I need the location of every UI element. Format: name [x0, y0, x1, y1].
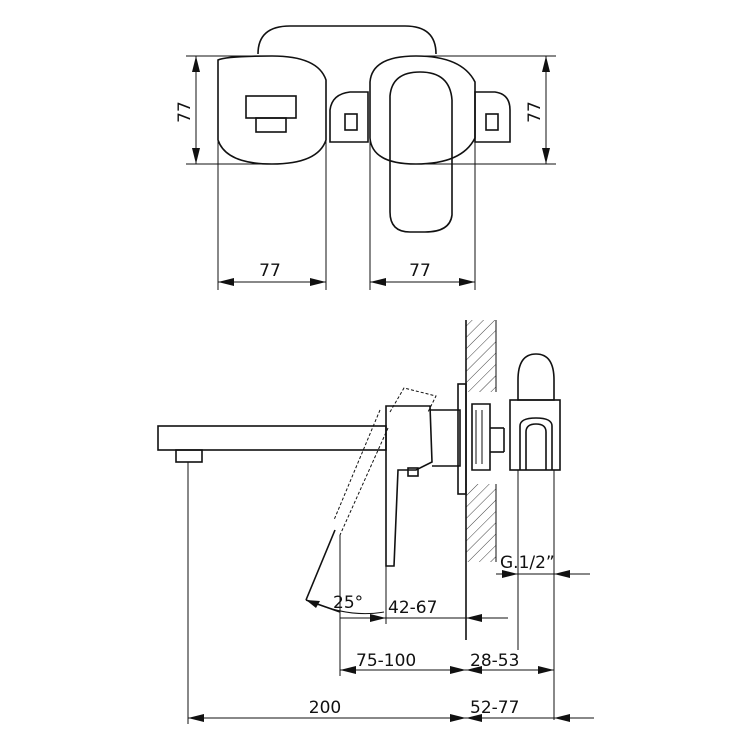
arrowhead — [538, 666, 554, 674]
left-clip-hole — [344, 113, 358, 131]
body-neck — [430, 409, 461, 467]
front-view: 77 77 77 77 — [175, 25, 556, 290]
rear-pipe-loop — [519, 417, 553, 470]
arrowhead — [370, 278, 386, 286]
thread-label: G.1/2” — [500, 553, 555, 573]
handle-pin — [407, 467, 419, 477]
dim-52-77: 52-77 — [470, 698, 519, 718]
arrowhead — [542, 56, 550, 72]
diverter-knob — [245, 95, 297, 119]
arrowhead — [466, 714, 482, 722]
right-clip-hole — [485, 113, 499, 131]
arrowhead — [466, 666, 482, 674]
aerator — [175, 449, 203, 463]
dim-75-100: 75-100 — [356, 651, 416, 671]
right-mount-clip — [474, 91, 511, 143]
valve-flange — [471, 403, 491, 471]
mixer-handle — [389, 71, 453, 233]
dim-front-left-height: 77 — [175, 101, 195, 123]
arrowhead — [370, 614, 386, 622]
arrowhead — [192, 148, 200, 164]
arrowhead — [192, 56, 200, 72]
handle-tilted-edge — [339, 427, 389, 536]
dim-front-right-height: 77 — [525, 101, 545, 123]
arrowhead — [306, 600, 320, 608]
wall-hatch-bottom — [466, 484, 496, 562]
bridge-pipe — [257, 25, 437, 55]
arrowhead — [450, 714, 466, 722]
handle-tilted-front — [305, 529, 336, 601]
dim-28-53: 28-53 — [470, 651, 519, 671]
arrowhead — [554, 570, 570, 578]
rear-box — [509, 399, 561, 471]
arrowhead — [450, 666, 466, 674]
handle-tilted-outline — [389, 387, 437, 413]
diverter-stem — [255, 117, 287, 133]
arrowhead — [542, 148, 550, 164]
rear-box-top — [517, 353, 555, 401]
handle-body — [385, 405, 433, 567]
dim-front-left-width: 77 — [259, 261, 281, 281]
rear-pipe-inner — [525, 423, 547, 470]
arrowhead — [340, 666, 356, 674]
dim-200: 200 — [309, 698, 341, 718]
arrowhead — [459, 278, 475, 286]
arrowhead — [554, 714, 570, 722]
angle-label: 25° — [333, 593, 363, 613]
left-cover-plate — [217, 55, 327, 165]
dim-42-67: 42-67 — [388, 598, 437, 618]
spout — [157, 425, 387, 451]
arrowhead — [310, 278, 326, 286]
arrowhead — [466, 614, 482, 622]
wall-hatch-top — [466, 320, 496, 392]
angle-arc — [311, 601, 385, 615]
arrowhead — [502, 570, 518, 578]
wall-flange — [457, 383, 467, 495]
dim-front-right-width: 77 — [409, 261, 431, 281]
arrowhead — [188, 714, 204, 722]
side-view: 25° G.1/2” 42-67 75-100 — [157, 320, 594, 724]
arrowhead — [218, 278, 234, 286]
left-mount-clip — [329, 91, 369, 143]
